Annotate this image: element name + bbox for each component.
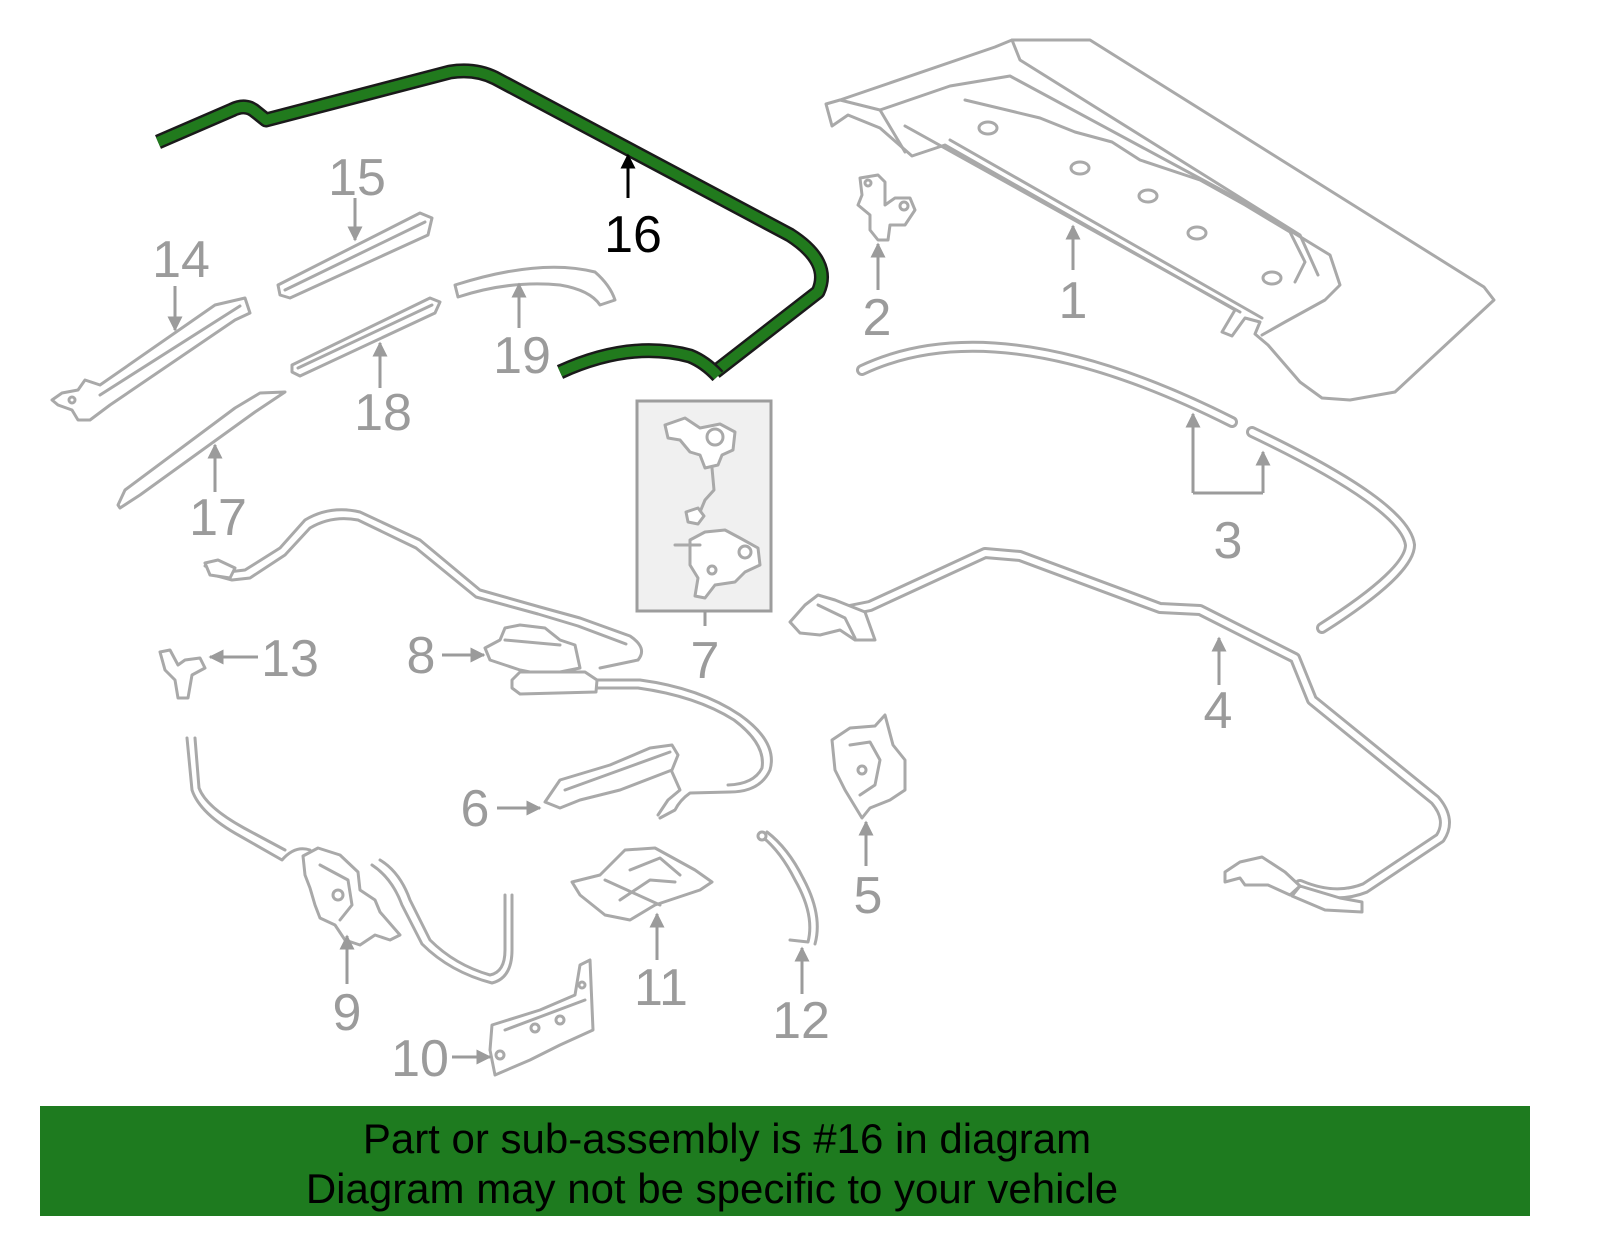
callout-8-label: 8: [407, 627, 436, 685]
callout-11-label: 11: [634, 959, 688, 1017]
part-9-shape: [185, 736, 514, 985]
part-10-shape: [488, 958, 595, 1077]
part-11-shape: [570, 846, 714, 922]
callout-2-label: 2: [863, 289, 892, 347]
callout-17-label: 17: [189, 489, 247, 547]
callout-1-label: 1: [1059, 272, 1088, 330]
callout-13-label: 13: [261, 630, 319, 688]
callout-14: 14: [152, 231, 210, 332]
callout-18: 18: [354, 341, 412, 442]
callout-18-label: 18: [354, 384, 412, 442]
callout-19-label: 19: [493, 327, 551, 385]
banner-line-2: Diagram may not be specific to your vehi…: [306, 1165, 1118, 1212]
banner-line-1: Part or sub-assembly is #16 in diagram: [363, 1115, 1091, 1162]
part-8-shape: [203, 508, 773, 820]
part-1-shape: [824, 38, 1496, 402]
callout-13: 13: [208, 630, 319, 688]
banner-background: [40, 1106, 1530, 1216]
callout-6-label: 6: [461, 780, 490, 838]
callout-14-label: 14: [152, 231, 210, 289]
callout-16-label: 16: [604, 206, 662, 264]
callout-12-label: 12: [772, 992, 830, 1050]
callout-5: 5: [854, 820, 883, 925]
part-2-shape: [856, 173, 917, 242]
callout-10: 10: [391, 1030, 492, 1088]
part-7-box: [635, 399, 773, 613]
callout-12: 12: [772, 946, 830, 1050]
part-5-shape: [830, 713, 907, 820]
callout-10-label: 10: [391, 1030, 449, 1088]
callout-4: 4: [1204, 636, 1233, 740]
callout-1: 1: [1059, 224, 1088, 330]
part-13-shape: [158, 648, 207, 700]
part-15-shape: [276, 211, 434, 300]
callout-7: 7: [691, 612, 720, 690]
part-18-shape: [290, 296, 442, 378]
part-19-shape: [453, 265, 617, 307]
callout-11: 11: [634, 912, 688, 1017]
callout-16: 16: [604, 153, 662, 264]
part-16-highlighted-shape: [155, 63, 829, 382]
part-4-shape: [788, 547, 1451, 914]
part-12-shape: [756, 830, 819, 946]
callout-4-label: 4: [1204, 682, 1233, 740]
callout-2: 2: [863, 242, 892, 347]
callout-19: 19: [493, 282, 551, 385]
callout-15: 15: [328, 149, 386, 242]
callout-7-label: 7: [691, 632, 720, 690]
callout-9: 9: [333, 934, 362, 1042]
part-3-shape: [856, 340, 1416, 634]
info-banner: Part or sub-assembly is #16 in diagram D…: [40, 1106, 1530, 1216]
callout-9-label: 9: [333, 984, 362, 1042]
callout-5-label: 5: [854, 867, 883, 925]
callout-6: 6: [461, 780, 542, 838]
callout-15-label: 15: [328, 149, 386, 207]
part-17-shape: [116, 390, 287, 510]
callout-3: 3: [1185, 412, 1271, 570]
callout-17: 17: [189, 443, 247, 547]
callout-8: 8: [407, 627, 486, 685]
callout-3-label: 3: [1214, 512, 1243, 570]
part-14-shape: [50, 296, 252, 422]
part-6-shape: [543, 743, 682, 817]
